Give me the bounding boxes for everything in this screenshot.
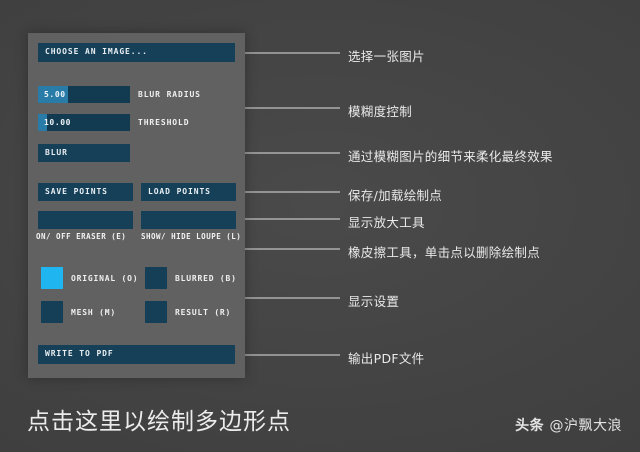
threshold-slider[interactable]: 10.00	[38, 114, 130, 131]
threshold-slider-fill	[38, 114, 48, 131]
control-panel: CHOOSE AN IMAGE... 5.00 BLUR RADIUS 10.0…	[28, 33, 245, 378]
threshold-value: 10.00	[44, 118, 72, 127]
bottom-caption: 点击这里以绘制多边形点	[27, 409, 291, 435]
annotation-save-load-points: 保存/加载绘制点	[348, 188, 443, 203]
loupe-caption: SHOW/ HIDE LOUPE (L)	[141, 232, 242, 241]
annotation-eraser: 橡皮擦工具，单击点以删除绘制点	[348, 245, 541, 260]
annotation-write-pdf: 输出PDF文件	[348, 351, 425, 366]
annotation-blur-detail: 通过模糊图片的细节来柔化最终效果	[348, 149, 553, 164]
choose-image-button[interactable]: CHOOSE AN IMAGE...	[38, 43, 235, 62]
write-to-pdf-button[interactable]: WRITE TO PDF	[38, 345, 235, 364]
annotation-display-settings: 显示设置	[348, 294, 400, 309]
blur-radius-slider-fill	[38, 86, 69, 103]
toggle-original-label: ORIGINAL (O)	[71, 274, 139, 283]
toggle-original-swatch[interactable]	[41, 267, 63, 289]
toggle-blurred-swatch[interactable]	[145, 267, 167, 289]
load-points-button[interactable]: LOAD POINTS	[141, 183, 236, 201]
blur-radius-value: 5.00	[44, 90, 66, 99]
watermark-brand: 头条	[515, 418, 545, 434]
eraser-toggle-button[interactable]	[38, 211, 133, 229]
annotation-choose-image: 选择一张图片	[348, 49, 425, 64]
watermark: 头条 @沪飘大浪	[515, 415, 622, 435]
toggle-blurred-label: BLURRED (B)	[175, 274, 237, 283]
toggle-result-label: RESULT (R)	[175, 308, 232, 317]
toggle-mesh-label: MESH (M)	[71, 308, 116, 317]
annotation-blur-control: 模糊度控制	[348, 104, 413, 119]
watermark-handle: @沪飘大浪	[549, 418, 622, 434]
annotation-loupe: 显示放大工具	[348, 215, 425, 230]
eraser-caption: ON/ OFF ERASER (E)	[36, 232, 127, 241]
toggle-result-swatch[interactable]	[145, 301, 167, 323]
blur-button[interactable]: BLUR	[38, 144, 130, 162]
loupe-toggle-button[interactable]	[141, 211, 236, 229]
blur-radius-label: BLUR RADIUS	[138, 90, 201, 99]
save-points-button[interactable]: SAVE POINTS	[38, 183, 133, 201]
blur-radius-slider[interactable]: 5.00	[38, 86, 130, 103]
toggle-mesh-swatch[interactable]	[41, 301, 63, 323]
threshold-label: THRESHOLD	[138, 118, 190, 127]
